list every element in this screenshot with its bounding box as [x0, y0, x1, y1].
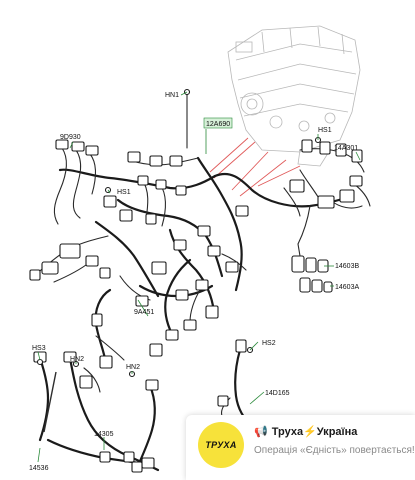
channel-avatar: ТРУХА: [198, 422, 244, 468]
megaphone-icon: 📢: [254, 426, 268, 438]
reference-pointer-lines: [209, 137, 301, 197]
callout-hn1: HN1: [165, 92, 179, 99]
callout-14603b: 14603B: [335, 263, 359, 270]
callout-14536: 14536: [29, 465, 49, 472]
callout-leaders: [37, 91, 361, 463]
main-engine-harness: [35, 147, 371, 336]
callout-hs1-right: HS1: [318, 127, 332, 134]
callout-14603a: 14603A: [335, 284, 359, 291]
callout-9a451: 9A451: [134, 309, 154, 316]
relay-parts-14603: [291, 243, 333, 293]
callout-9d930: 9D930: [60, 134, 81, 141]
callout-hs2: HS2: [262, 340, 276, 347]
callout-hs1-left: HS1: [117, 189, 131, 196]
callout-12a690: 12A690: [206, 121, 230, 128]
callout-labels: HN1 12A690 HS1 14A301 9D930 HS1 14603B 1…: [29, 92, 359, 472]
engine-block-illustration: [227, 25, 361, 167]
callout-14a301: 14A301: [334, 145, 358, 152]
callout-hn2-left: HN2: [70, 356, 84, 363]
callout-12a690-highlight: [203, 117, 233, 129]
harness-connectors: [29, 139, 363, 357]
notification-title: 📢Труха⚡Україна: [254, 425, 412, 438]
callout-hn2-mid: HN2: [126, 364, 140, 371]
notification-body: Операція «Єдність» повертається! Мстимос…: [254, 445, 414, 456]
callout-14d165: 14D165: [265, 390, 290, 397]
callout-14305: 14305: [94, 431, 114, 438]
telegram-channel-notification[interactable]: ТРУХА 📢Труха⚡Україна Операція «Єдність» …: [186, 415, 415, 480]
notification-title-text: Труха⚡Україна: [271, 426, 358, 438]
channel-logo-text: ТРУХА: [205, 440, 237, 450]
callout-hs3: HS3: [32, 345, 46, 352]
